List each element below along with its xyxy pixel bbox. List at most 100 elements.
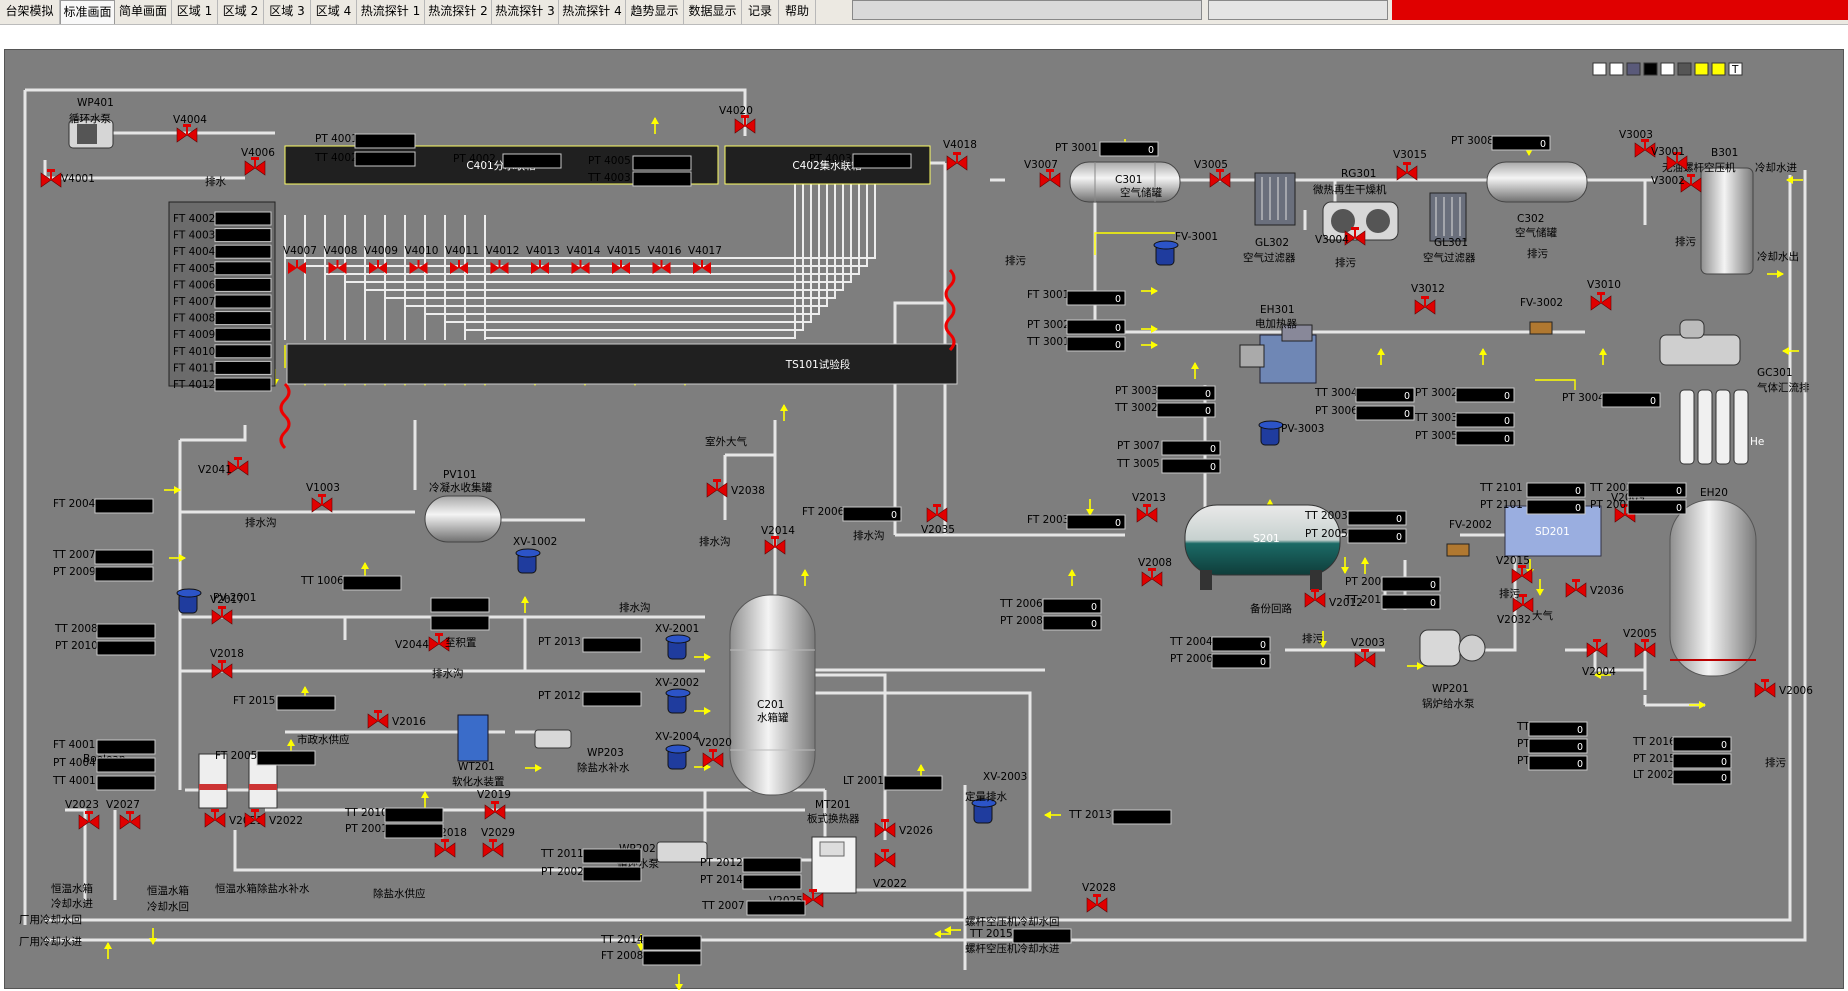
flow-arrow xyxy=(421,791,429,808)
valve-v4014[interactable]: V4014 xyxy=(567,245,601,274)
valve-v2003[interactable]: V2003 xyxy=(1351,637,1385,668)
actuator-pv3003[interactable] xyxy=(1258,420,1284,446)
actuator-xv1002[interactable] xyxy=(515,548,541,574)
tab-probe-3[interactable]: 热流探针 3 xyxy=(492,0,559,24)
tab-help[interactable]: 帮助 xyxy=(779,0,816,24)
tab-probe-2[interactable]: 热流探针 2 xyxy=(425,0,492,24)
valve-v4020[interactable]: V4020 xyxy=(719,105,756,134)
valve-v2008[interactable]: V2008 xyxy=(1138,557,1172,587)
valve-v2004[interactable]: V2004 xyxy=(1582,639,1616,678)
pump-wp201[interactable]: WP201 锅炉给水泵 xyxy=(1419,629,1486,710)
instrument-display xyxy=(582,866,642,882)
valve-v2036[interactable]: V2036 xyxy=(1565,579,1624,598)
valve-v4007[interactable]: V4007 xyxy=(283,245,317,274)
valve-v1003[interactable]: V1003 xyxy=(306,482,340,513)
actuator-xv2004[interactable] xyxy=(665,744,691,770)
valve-v2013[interactable]: V2013 xyxy=(1132,492,1166,523)
actuator-xv2003[interactable] xyxy=(971,798,997,824)
valve-v2020[interactable]: V2020 xyxy=(698,737,732,768)
valve-v3015[interactable]: V3015 xyxy=(1393,149,1427,181)
valve-v2017[interactable]: V2017 xyxy=(210,594,244,625)
valve-v2012[interactable]: V2012 xyxy=(1304,589,1363,609)
valve-v4008[interactable]: V4008 xyxy=(324,245,358,274)
tab-simple[interactable]: 简单画面 xyxy=(115,0,172,24)
tab-area-4[interactable]: 区域 4 xyxy=(311,0,357,24)
valve-v2006[interactable]: V2006 xyxy=(1754,679,1813,698)
valve-v2029[interactable]: V2029 xyxy=(481,827,515,858)
actuator-fv2002[interactable] xyxy=(1446,543,1470,557)
tab-rig-sim[interactable]: 台架模拟 xyxy=(0,0,60,24)
tab-area-2[interactable]: 区域 2 xyxy=(218,0,264,24)
tab-area-3[interactable]: 区域 3 xyxy=(264,0,311,24)
tab-record[interactable]: 记录 xyxy=(742,0,779,24)
valve-v2022[interactable]: V2022 xyxy=(244,809,303,828)
valve-v3012[interactable]: V3012 xyxy=(1411,283,1445,315)
actuator-xv2002[interactable] xyxy=(665,688,691,714)
gc301-name: 气体汇流排 xyxy=(1757,381,1810,394)
valve-v2044[interactable]: V2044 xyxy=(395,633,450,652)
valve-v4011[interactable]: V4011 xyxy=(445,245,479,274)
tab-probe-1[interactable]: 热流探针 1 xyxy=(357,0,425,24)
test-section-ts101: TS101试验段 xyxy=(286,343,958,385)
valve-v2023[interactable]: V2023 xyxy=(65,799,100,830)
valve-v4015[interactable]: V4015 xyxy=(607,245,641,274)
valve-v3002[interactable]: V3002 xyxy=(1651,174,1702,193)
thermo-unit-1 xyxy=(198,753,228,809)
ft-tag: FT 4002 xyxy=(173,213,215,225)
valve-v4010[interactable]: V4010 xyxy=(405,245,439,274)
valve-v2027[interactable]: V2027 xyxy=(106,799,141,830)
valve-v2038[interactable]: V2038 xyxy=(706,479,765,498)
valve-v2035[interactable]: V2035 xyxy=(921,504,955,536)
valve-v2028[interactable]: V2028 xyxy=(1082,882,1116,913)
valve-v2016[interactable]: V2016 xyxy=(367,710,426,729)
actuator-fv3001[interactable] xyxy=(1153,240,1179,266)
valve-v2022[interactable]: V2022 xyxy=(873,849,907,890)
instrument-display xyxy=(1381,576,1441,592)
valve-v2026[interactable]: V2026 xyxy=(874,819,933,838)
valve-v2015[interactable]: V2015 xyxy=(1496,555,1533,584)
valve-v2032[interactable]: V2032 xyxy=(1497,594,1534,626)
instrument-value: 0 xyxy=(1577,759,1583,770)
valve-v3007[interactable]: V3007 xyxy=(1024,159,1061,188)
valve-v3003[interactable]: V3003 xyxy=(1619,129,1656,158)
tab-standard[interactable]: 标准画面 xyxy=(60,0,115,24)
label-screw-in: 螺杆空压机冷却水进 xyxy=(965,942,1060,955)
valve-v3001[interactable]: V3001 xyxy=(1651,146,1688,171)
valve-v2014[interactable]: V2014 xyxy=(761,525,795,555)
valve-label: V4010 xyxy=(405,245,439,257)
valve-v2005[interactable]: V2005 xyxy=(1623,628,1657,658)
valve-v2019[interactable]: V2019 xyxy=(477,789,511,820)
valve-v4009[interactable]: V4009 xyxy=(364,245,398,274)
valve-v4013[interactable]: V4013 xyxy=(526,245,560,274)
valve-v4016[interactable]: V4016 xyxy=(648,245,682,274)
actuator-fv3002[interactable] xyxy=(1529,321,1553,335)
valve-v4018[interactable]: V4018 xyxy=(943,139,977,171)
instrument-value: 0 xyxy=(1148,145,1154,156)
actuator-xv2001[interactable] xyxy=(665,634,691,660)
valve-label: V4011 xyxy=(445,245,479,257)
valve-v4006[interactable]: V4006 xyxy=(241,147,275,176)
valve-v3010[interactable]: V3010 xyxy=(1587,279,1621,311)
valve-v4004[interactable]: V4004 xyxy=(173,114,207,143)
valve-v2018[interactable]: V2018 xyxy=(210,648,244,679)
tab-probe-4[interactable]: 热流探针 4 xyxy=(559,0,626,24)
valve-v3004[interactable]: V3004 xyxy=(1315,227,1366,246)
actuator-pv2001[interactable] xyxy=(176,588,202,614)
valve-v3005[interactable]: V3005 xyxy=(1194,159,1231,188)
pump-wp401[interactable]: WP401 循环水泵 xyxy=(68,97,114,149)
valve-v4012[interactable]: V4012 xyxy=(486,245,520,274)
instrument-tt4002: TT 4002 xyxy=(314,151,416,167)
tab-area-1[interactable]: 区域 1 xyxy=(172,0,218,24)
pump-wp203[interactable]: WP203 除盐水补水 xyxy=(534,729,630,774)
instrument-tag: PT 2010 xyxy=(55,640,98,652)
valve-v2041[interactable]: V2041 xyxy=(198,457,249,476)
instrument-tag: PT 2002 xyxy=(1345,576,1388,588)
tab-data[interactable]: 数据显示 xyxy=(684,0,742,24)
tab-trend[interactable]: 趋势显示 xyxy=(626,0,684,24)
valve-v4017[interactable]: V4017 xyxy=(688,245,722,274)
valve-v4001[interactable]: V4001 xyxy=(40,169,95,188)
